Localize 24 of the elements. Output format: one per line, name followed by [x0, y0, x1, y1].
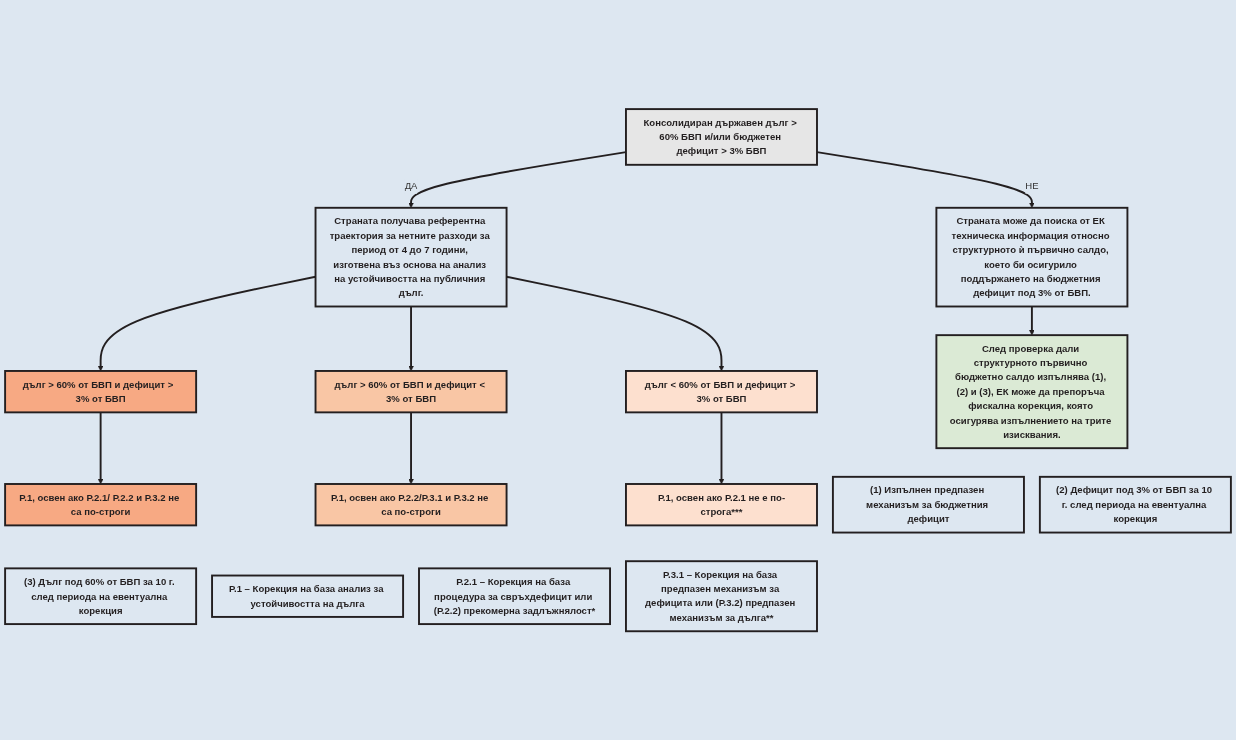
node-box: (3) Дълг под 60% от БВП за 10 г. след периода на евентуална корекция — [4, 567, 198, 625]
node-box: След проверка дали структурното първично бюджетно салдо изпълнява (1), (2) и (3), ЕК може да препоръча фискална корекция, която осигурява изпълнението на трите изисквания. — [935, 334, 1129, 449]
node-box: дълг < 60% от БВП и дефицит > 3% от БВП — [625, 369, 818, 414]
arrow — [816, 151, 1035, 208]
edge-label: НЕ — [1025, 180, 1039, 192]
arrow — [97, 411, 104, 485]
node-box: Р.1, освен ако Р.2.1 не е по-строга*** — [625, 482, 818, 527]
node-box: Р.1, освен ако Р.2.2/Р.3.1 и Р.3.2 не са по-строги — [314, 482, 508, 527]
node-box: Страната получава референтна траектория за нетните разходи за период от 4 до 7 години, изготвена въз основа на анализ на устойчивостта на публичния дълг. — [314, 206, 508, 308]
node-box: дълг > 60% от БВП и дефицит > 3% от БВП — [4, 369, 198, 414]
edge-label: ДА — [404, 180, 418, 192]
arrow — [1029, 305, 1035, 336]
node-box: Р.3.1 – Корекция на база предпазен механизъм за дефицита или (Р.3.2) предпазен механизъм за дълга** — [625, 560, 818, 633]
arrow — [718, 411, 725, 485]
node-box: Р.1, освен ако Р.2.1/ Р.2.2 и Р.3.2 не са по-строги — [4, 482, 198, 527]
arrow — [408, 305, 414, 372]
node-box: Страната може да поиска от ЕК техническа информация относно структурното ѝ първично салдо, което би осигурило поддържането на бюджетния дефицит под 3% от БВП. — [935, 206, 1129, 308]
node-box: Р.2.1 – Корекция на база процедура за свръхдефицит или (Р.2.2) прекомерна задлъжнялост* — [418, 567, 611, 625]
node-box: (1) Изпълнен предпазен механизъм за бюджетния дефицит — [831, 475, 1025, 534]
arrow — [408, 411, 414, 485]
node-box: Р.1 – Корекция на база анализ за устойчивостта на дълга — [211, 574, 405, 618]
node-box: (2) Дефицит под 3% от БВП за 10 г. след периода на евентуална корекция — [1038, 475, 1232, 534]
node-box: Консолидиран държавен дълг > 60% БВП и/или бюджетен дефицит > 3% БВП — [625, 107, 818, 166]
node-box: дълг > 60% от БВП и дефицит < 3% от БВП — [314, 369, 508, 414]
